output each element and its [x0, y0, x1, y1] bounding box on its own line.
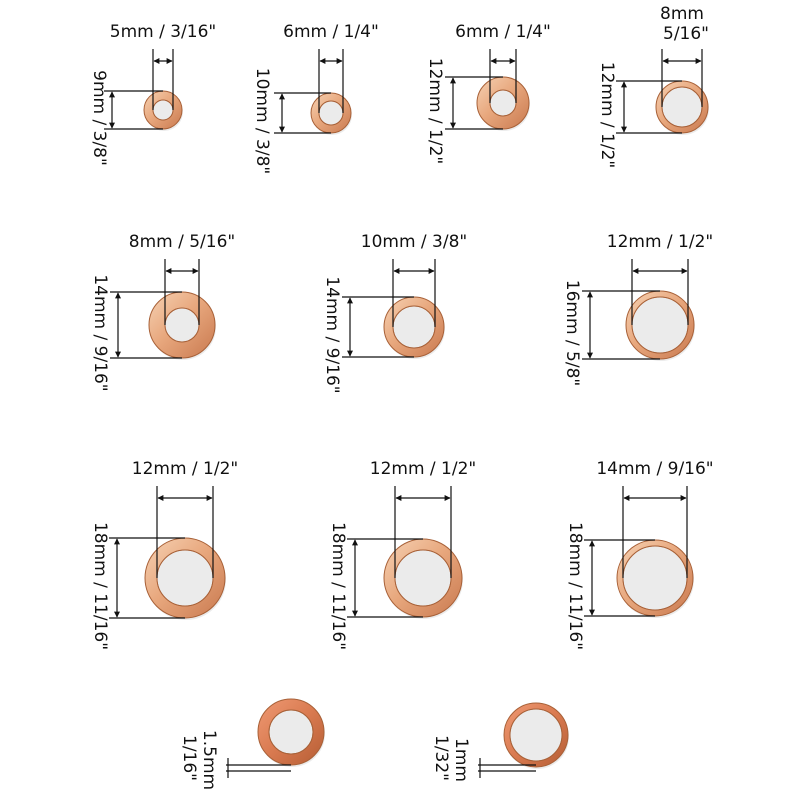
outer-diameter-label: 12mm / 1/2" — [597, 62, 617, 168]
washer-layer: 5mm / 3/16" 9mm / 3/8" 6mm / 1/4" 10mm / 3/… — [89, 4, 714, 790]
inner-diameter-label: 8mm / 5/16" — [129, 232, 235, 252]
inner-diameter-label: 12mm / 1/2" — [132, 459, 238, 479]
thickness-label: 1/16" — [179, 735, 199, 781]
inner-diameter-label: 12mm / 1/2" — [370, 459, 476, 479]
inner-diameter-label: 12mm / 1/2" — [607, 232, 713, 252]
thickness-washer-1 — [257, 698, 325, 767]
outer-diameter-label: 14mm / 9/16" — [322, 276, 342, 393]
thickness-label: 1mm — [451, 738, 471, 782]
thickness-label: 1/32" — [431, 735, 451, 781]
outer-diameter-label: 9mm / 3/8" — [89, 70, 109, 166]
outer-diameter-label: 14mm / 9/16" — [90, 274, 110, 391]
washer-1 — [143, 90, 183, 131]
outer-diameter-label: 10mm / 3/8" — [252, 68, 272, 174]
inner-diameter-label: 10mm / 3/8" — [361, 232, 467, 252]
inner-diameter-label: 8mm — [660, 4, 704, 24]
outer-diameter-label: 18mm / 11/16" — [565, 522, 585, 650]
washer-3 — [476, 76, 530, 131]
inner-diameter-label: 5mm / 3/16" — [110, 22, 216, 42]
washer-10 — [616, 539, 694, 618]
thickness-washer-2 — [503, 702, 569, 769]
inner-diameter-label: 6mm / 1/4" — [455, 22, 551, 42]
washer-5 — [148, 291, 216, 360]
outer-diameter-label: 16mm / 5/8" — [562, 280, 582, 386]
washer-7 — [625, 290, 695, 361]
inner-diameter-label: 6mm / 1/4" — [283, 22, 379, 42]
outer-diameter-label: 12mm / 1/2" — [425, 58, 445, 164]
thickness-label: 1.5mm — [199, 730, 219, 790]
washer-8 — [144, 537, 226, 620]
washer-6 — [383, 296, 445, 359]
outer-diameter-label: 18mm / 11/16" — [328, 522, 348, 650]
washer-4 — [655, 80, 709, 135]
outer-diameter-label: 18mm / 11/16" — [90, 522, 110, 650]
washer-2 — [310, 92, 352, 135]
inner-diameter-label: 14mm / 9/16" — [596, 459, 713, 479]
inner-diameter-label: 5/16" — [663, 24, 709, 44]
